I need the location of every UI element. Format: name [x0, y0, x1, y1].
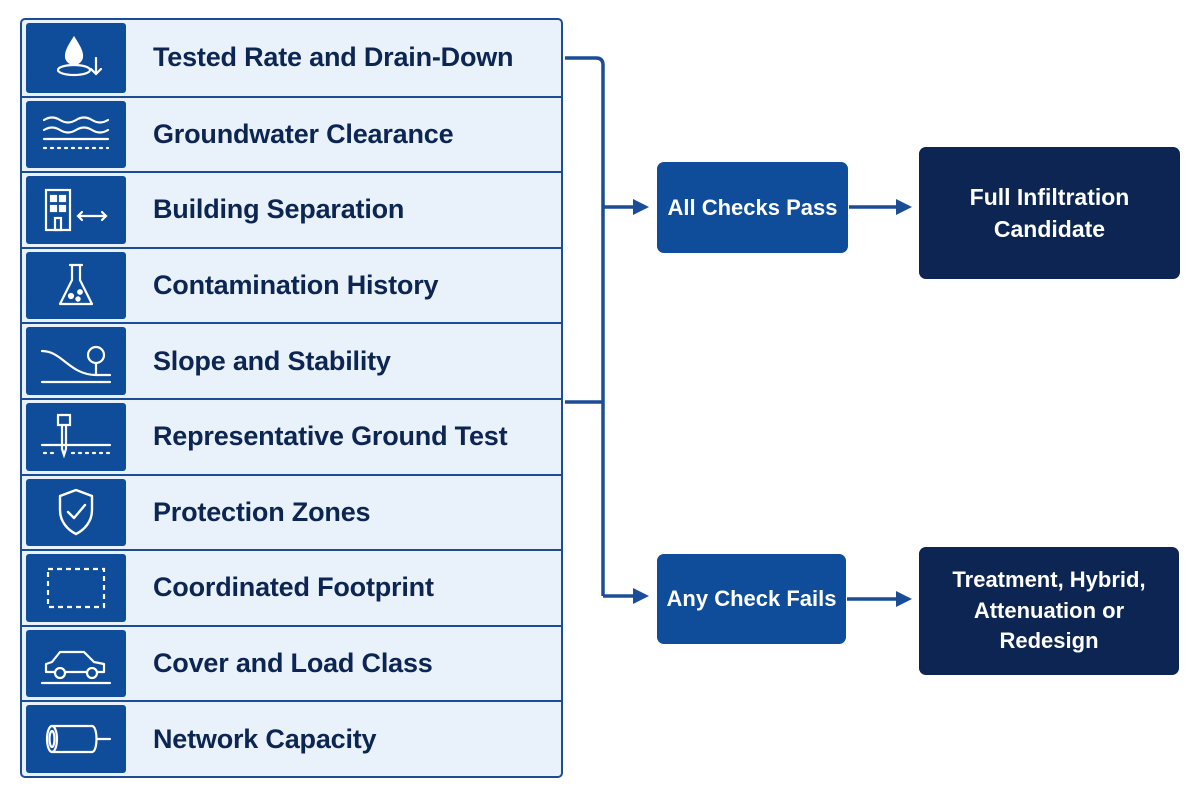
- check-label: Network Capacity: [153, 723, 377, 754]
- building-distance-icon: [26, 176, 126, 244]
- car-icon: [26, 629, 126, 698]
- all-checks-pass-label: All Checks Pass: [667, 194, 838, 220]
- arrowhead-fail: [633, 588, 649, 604]
- check-row-slope: Slope and Stability: [22, 322, 561, 398]
- full-infiltration-line2: Candidate: [993, 216, 1106, 242]
- full-infiltration-line1: Full Infiltration: [969, 183, 1130, 210]
- water-drop-icon: [26, 23, 126, 93]
- all-checks-pass-box: All Checks Pass: [657, 162, 848, 253]
- check-label: Cover and Load Class: [153, 648, 433, 679]
- flask-icon: [26, 251, 126, 320]
- checklist-panel: Tested Rate and Drain-Down Groundwater C…: [20, 18, 563, 778]
- check-label: Protection Zones: [153, 496, 371, 527]
- slope-tree-icon: [26, 327, 126, 395]
- check-row-footprint: Coordinated Footprint: [22, 549, 561, 625]
- treatment-line2: Attenuation or Redesign: [973, 597, 1125, 654]
- full-infiltration-box: Full Infiltration Candidate: [919, 147, 1180, 279]
- check-label: Slope and Stability: [153, 345, 391, 376]
- check-row-groundwater: Groundwater Clearance: [22, 95, 561, 172]
- pipe-icon: [26, 705, 126, 773]
- check-row-tested-rate: Tested Rate and Drain-Down: [22, 20, 561, 96]
- check-label: Contamination History: [153, 270, 439, 301]
- check-label: Tested Rate and Drain-Down: [153, 42, 514, 73]
- groundwater-waves-icon: [26, 100, 126, 169]
- check-row-network: Network Capacity: [22, 700, 561, 776]
- check-label: Representative Ground Test: [153, 421, 508, 452]
- shield-check-icon: [26, 478, 126, 547]
- dashed-footprint-icon: [26, 554, 126, 622]
- check-row-cover-load: Cover and Load Class: [22, 624, 561, 701]
- check-label: Coordinated Footprint: [153, 572, 434, 603]
- check-row-building: Building Separation: [22, 171, 561, 247]
- arrowhead-full: [896, 199, 912, 215]
- arrowhead-treatment: [896, 591, 912, 607]
- check-row-ground-test: Representative Ground Test: [22, 398, 561, 474]
- arrowhead-pass: [633, 199, 649, 215]
- treatment-redesign-box: Treatment, Hybrid, Attenuation or Redesi…: [919, 547, 1179, 675]
- check-row-protection: Protection Zones: [22, 473, 561, 550]
- check-label: Building Separation: [153, 194, 405, 225]
- any-check-fails-label: Any Check Fails: [666, 586, 837, 611]
- connector-top-bracket: [565, 56, 605, 596]
- check-label: Groundwater Clearance: [153, 118, 454, 149]
- treatment-line1: Treatment, Hybrid,: [952, 566, 1146, 592]
- check-row-contamination: Contamination History: [22, 246, 561, 323]
- any-check-fails-box: Any Check Fails: [657, 554, 846, 644]
- ground-probe-icon: [26, 403, 126, 471]
